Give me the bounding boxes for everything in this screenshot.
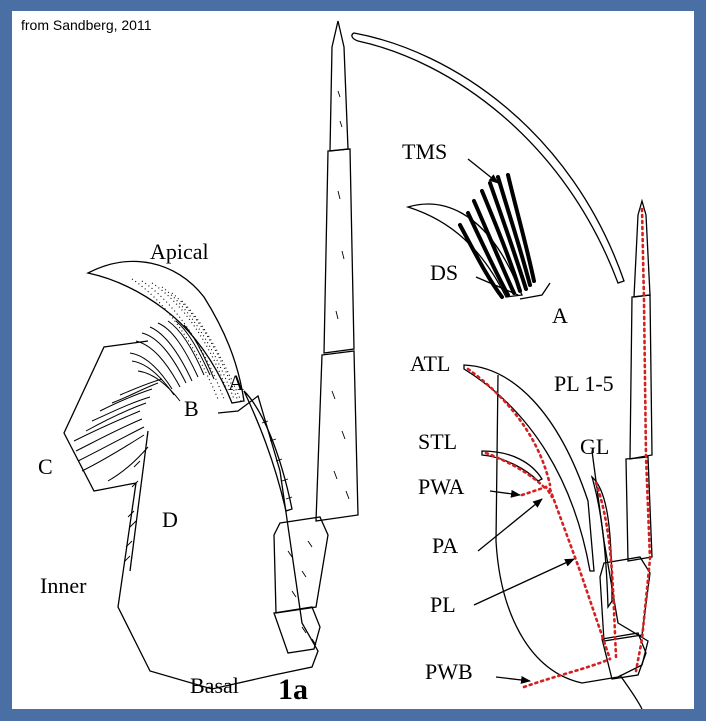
left-stipe-outline bbox=[64, 341, 318, 689]
label-basal: Basal bbox=[190, 675, 239, 697]
thick-setae bbox=[460, 175, 534, 297]
label-pwb: PWB bbox=[425, 661, 473, 683]
label-gl: GL bbox=[580, 436, 609, 458]
left-palp-seg4 bbox=[324, 149, 354, 353]
label-right-a: A bbox=[552, 305, 568, 327]
left-maxilla bbox=[64, 21, 358, 689]
label-pl: PL bbox=[430, 594, 456, 616]
label-left-a: A bbox=[228, 372, 244, 394]
left-galea bbox=[244, 391, 292, 511]
label-pwa: PWA bbox=[418, 476, 464, 498]
label-left-d: D bbox=[162, 509, 178, 531]
pointer-pwa bbox=[490, 491, 520, 495]
figure-panel: from Sandberg, 2011 Apical A B C D Inner… bbox=[12, 11, 694, 709]
claw-stipple bbox=[132, 279, 241, 401]
label-apical: Apical bbox=[150, 241, 209, 263]
label-left-b: B bbox=[184, 398, 199, 420]
label-stl: STL bbox=[418, 431, 457, 453]
right-base-line bbox=[620, 675, 642, 709]
pointer-tms bbox=[468, 159, 498, 183]
label-pa: PA bbox=[432, 535, 458, 557]
label-inner: Inner bbox=[40, 575, 86, 597]
left-lacinia-edge bbox=[130, 431, 148, 571]
left-palp-tip bbox=[330, 21, 348, 151]
dotted-pwb bbox=[524, 659, 610, 687]
label-ds: DS bbox=[430, 262, 458, 284]
inner-setae bbox=[74, 379, 162, 481]
label-tms: TMS bbox=[402, 141, 447, 163]
source-credit: from Sandberg, 2011 bbox=[21, 17, 152, 33]
right-palp-seg4 bbox=[630, 295, 652, 459]
left-palp-hairs bbox=[288, 91, 349, 645]
dotted-palp bbox=[636, 209, 650, 671]
dotted-pa bbox=[522, 487, 552, 497]
left-palp-seg1 bbox=[274, 607, 320, 653]
annotation-dotted-lines bbox=[468, 209, 650, 687]
pointer-pwb bbox=[496, 677, 530, 681]
left-palp-seg3 bbox=[316, 351, 358, 521]
apical-claw bbox=[88, 261, 244, 403]
big-claw-arc bbox=[352, 33, 624, 283]
label-pl-1-5: PL 1-5 bbox=[554, 373, 614, 395]
dotted-stl bbox=[486, 453, 546, 489]
pointer-pa bbox=[478, 499, 542, 551]
label-left-c: C bbox=[38, 456, 53, 478]
dotted-atl bbox=[468, 369, 550, 485]
figure-label: 1a bbox=[278, 675, 308, 705]
left-palp-seg2 bbox=[274, 517, 328, 613]
label-atl: ATL bbox=[410, 353, 450, 375]
right-stipe-outline bbox=[496, 375, 648, 683]
pointer-pl bbox=[474, 559, 574, 605]
maxilla-drawing bbox=[12, 11, 694, 709]
